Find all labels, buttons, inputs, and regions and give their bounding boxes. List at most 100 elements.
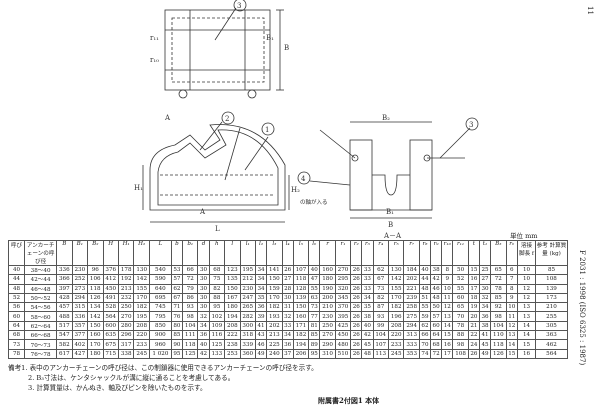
table-cell: 253 bbox=[224, 348, 241, 359]
table-cell: 102 bbox=[208, 311, 226, 322]
table-cell: 282 bbox=[239, 311, 257, 322]
table-cell: 79 bbox=[181, 283, 199, 294]
table-cell: 32 bbox=[197, 311, 210, 322]
table-cell: 182 bbox=[292, 330, 310, 341]
table-cell: 62 bbox=[372, 264, 389, 276]
table-cell: 1 020 bbox=[148, 348, 172, 359]
table-cell: 60 bbox=[452, 292, 469, 304]
table-cell: 26 bbox=[350, 292, 363, 304]
table-cell: 44 bbox=[7, 274, 26, 285]
table-cell: 160 bbox=[87, 330, 104, 341]
table-cell: 245 bbox=[133, 348, 150, 359]
table-cell: 93 bbox=[181, 302, 199, 313]
table-cell: 13 bbox=[505, 330, 519, 341]
table-cell: 12 bbox=[517, 283, 536, 294]
table-cell: 640 bbox=[148, 283, 172, 294]
table-cell: 70 bbox=[452, 311, 469, 322]
table-cell: 39 bbox=[254, 311, 268, 322]
column-header: r₁ bbox=[334, 240, 352, 266]
table-cell: 32 bbox=[281, 311, 294, 322]
table-cell: 31 bbox=[281, 302, 294, 313]
table-cell: 402 bbox=[71, 339, 89, 350]
table-cell: 30 bbox=[197, 302, 210, 313]
table-cell: 25 bbox=[478, 264, 492, 276]
table-cell: 53 bbox=[170, 264, 184, 276]
table-cell: 155 bbox=[133, 283, 150, 294]
table-cell: 425 bbox=[334, 320, 352, 332]
table-cell: 50～52 bbox=[24, 292, 58, 304]
table-cell: 305 bbox=[535, 320, 568, 332]
table-cell: 50 bbox=[430, 302, 443, 313]
table-cell: 239 bbox=[403, 292, 420, 304]
table-cell: 30 bbox=[197, 264, 210, 276]
table-cell: 195 bbox=[133, 311, 150, 322]
table-cell: 315 bbox=[71, 302, 89, 313]
column-header: B₁ bbox=[71, 240, 89, 266]
table-cell: 142 bbox=[87, 311, 104, 322]
svg-text:B₁: B₁ bbox=[266, 34, 274, 42]
table-cell: 52 bbox=[452, 274, 469, 285]
table-cell: 247 bbox=[239, 292, 257, 304]
table-cell: 360 bbox=[239, 348, 257, 359]
table-cell: 99 bbox=[372, 320, 389, 332]
table-cell: 238 bbox=[224, 339, 241, 350]
table-cell: 125 bbox=[208, 339, 226, 350]
table-cell: 34 bbox=[281, 330, 294, 341]
column-header: b₁ bbox=[181, 240, 199, 266]
section-mark-bottom: A bbox=[199, 208, 206, 216]
table-cell: 590 bbox=[148, 274, 172, 285]
table-cell: 510 bbox=[334, 348, 352, 359]
table-cell: 11 bbox=[505, 311, 519, 322]
table-cell: 208 bbox=[387, 320, 405, 332]
table-cell: 58～60 bbox=[24, 311, 58, 322]
table-cell: 15 bbox=[517, 339, 536, 350]
column-header: r₆ bbox=[505, 240, 519, 266]
table-cell: 89 bbox=[308, 339, 321, 350]
table-cell: 73 bbox=[308, 302, 321, 313]
table-cell: 26 bbox=[350, 302, 363, 313]
table-cell: 336 bbox=[56, 264, 73, 276]
table-cell: 196 bbox=[387, 311, 405, 322]
table-cell: 95 bbox=[308, 348, 321, 359]
notes: 備考1. 表中のアンカーチェーンの呼び径は、この制鎖器に使用できるアンカーチェー… bbox=[8, 363, 318, 393]
table-cell: 35 bbox=[254, 292, 268, 304]
table-cell: 141 bbox=[266, 264, 283, 276]
table-cell: 170 bbox=[87, 339, 104, 350]
table-cell: 318 bbox=[239, 330, 257, 341]
table-cell: 290 bbox=[319, 339, 336, 350]
table-cell: 255 bbox=[535, 311, 568, 322]
table-cell: 76 bbox=[170, 311, 184, 322]
table-cell: 26 bbox=[350, 320, 363, 332]
table-cell: 250 bbox=[319, 320, 336, 332]
table-cell: 67 bbox=[372, 274, 389, 285]
table-cell: 55 bbox=[308, 283, 321, 294]
table-cell: 600 bbox=[102, 320, 119, 332]
table-cell: 159 bbox=[266, 283, 283, 294]
table-cell: 213 bbox=[266, 330, 283, 341]
table-cell: 457 bbox=[56, 302, 73, 313]
table-cell: 46 bbox=[254, 339, 268, 350]
table-cell: 88 bbox=[452, 330, 469, 341]
table-cell: 72 bbox=[181, 274, 199, 285]
table-cell: 160 bbox=[292, 311, 310, 322]
table-cell: 125 bbox=[181, 348, 199, 359]
table-cell: 43 bbox=[254, 330, 268, 341]
table-cell: 295 bbox=[334, 274, 352, 285]
table-cell: 92 bbox=[490, 302, 507, 313]
column-header: B₃ bbox=[490, 240, 507, 266]
table-cell: 300 bbox=[239, 320, 257, 332]
section-label: A－A bbox=[383, 232, 402, 240]
svg-text:B: B bbox=[388, 221, 393, 229]
svg-text:H₂: H₂ bbox=[291, 186, 300, 194]
column-header: H₁ bbox=[117, 240, 135, 266]
table-cell: 38～40 bbox=[24, 264, 58, 276]
table-cell: 180 bbox=[224, 302, 241, 313]
note-2: 2. B₃寸法は、ケンタシャックルが溝に縦に通ることを考慮してある。 bbox=[28, 374, 235, 382]
table-cell: 160 bbox=[319, 264, 336, 276]
table-cell: 52 bbox=[7, 292, 26, 304]
table-cell: 233 bbox=[133, 339, 150, 350]
